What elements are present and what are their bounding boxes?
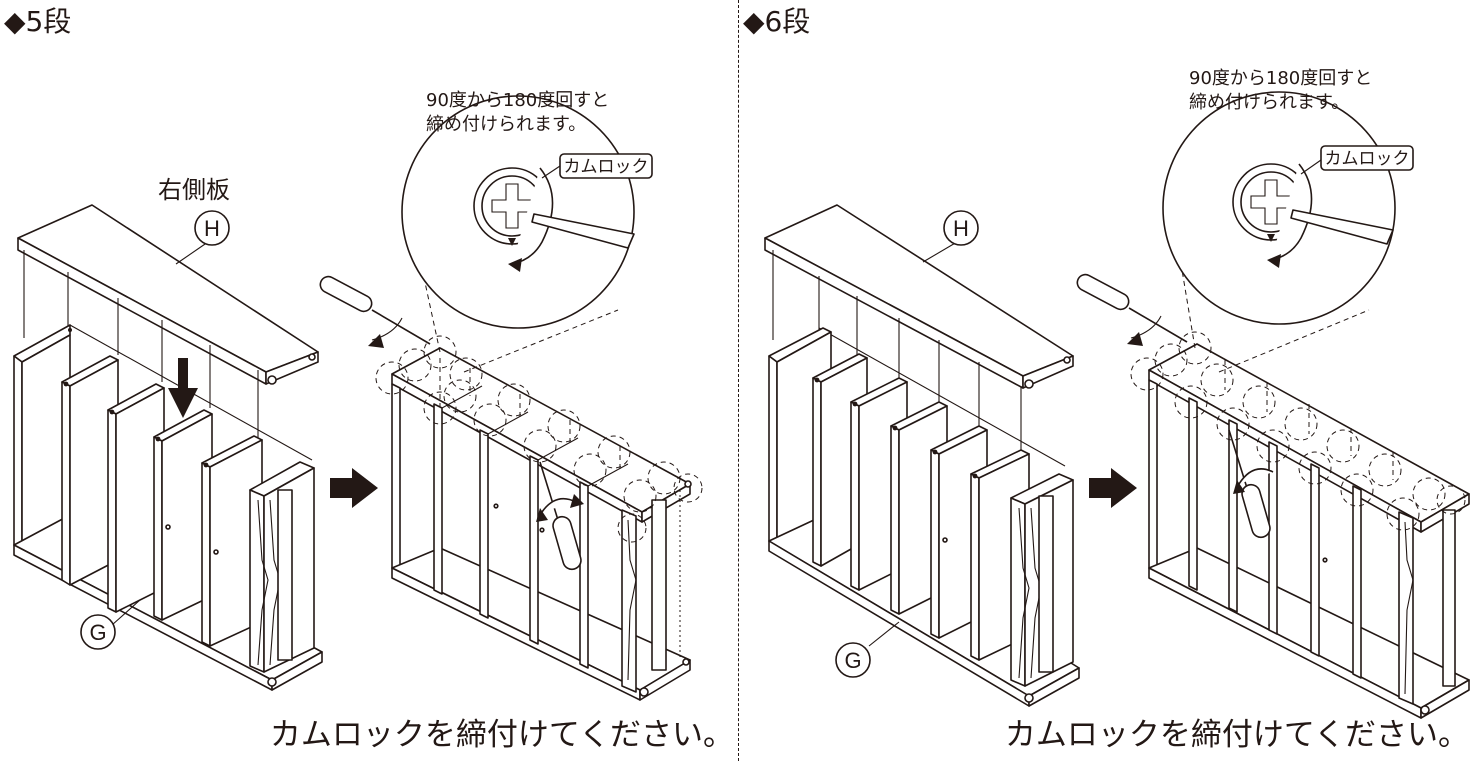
- next-step-arrow-icon: [1089, 468, 1137, 508]
- rotation-note-line1: 90度から180度回すと: [1189, 68, 1372, 89]
- right-side-panel: [1010, 473, 1074, 687]
- divider-panels: [61, 355, 263, 647]
- next-step-arrow-icon: [330, 468, 378, 508]
- cam-lock-markers: [1130, 331, 1466, 531]
- part-letter-g: G: [844, 648, 861, 673]
- cam-lock-callout: カムロック: [1325, 149, 1410, 169]
- panel-heading: ◆6段: [743, 5, 811, 38]
- rotation-note-line1: 90度から180度回すと: [426, 90, 609, 111]
- exploded-shelf-illustration: [13, 204, 323, 691]
- assembled-shelf-illustration: [1130, 331, 1470, 719]
- down-arrow-icon: [168, 358, 198, 418]
- exploded-shelf-illustration: [764, 204, 1080, 707]
- instruction-caption: カムロックを締付けてください。: [269, 717, 734, 753]
- part-letter-g: G: [89, 620, 106, 645]
- screwdriver-icon: [1076, 273, 1188, 346]
- panel-divider: [738, 0, 739, 761]
- alignment-lines: [23, 250, 259, 440]
- rotation-note-line2: 締め付けられます。: [1189, 92, 1349, 113]
- panel-heading: ◆5段: [4, 5, 72, 38]
- instruction-caption: カムロックを締付けてください。: [1004, 717, 1469, 753]
- rotation-note-line2: 締め付けられます。: [426, 114, 586, 135]
- assembly-diagram-6: H G: [764, 68, 1470, 719]
- screwdriver-icon: [319, 275, 431, 348]
- part-label-g: G: [80, 614, 116, 650]
- cam-lock-zoom-detail: カムロック 90度から180度回すと 締め付けられます。: [1162, 68, 1414, 373]
- part-label-g: G: [835, 642, 871, 678]
- cam-lock-zoom-detail: カムロック 90度から180度回すと 締め付けられます。: [401, 90, 653, 373]
- cam-lock-callout: カムロック: [564, 157, 649, 177]
- panel-5-shelf: ◆5段: [0, 0, 738, 761]
- top-board-h: [17, 204, 319, 385]
- part-label-h: H: [194, 210, 230, 246]
- screwdriver-icon-2: [1228, 429, 1274, 539]
- panel-6-shelf: ◆6段: [739, 0, 1477, 761]
- part-letter-h: H: [204, 216, 220, 241]
- assembly-diagram-5: 右側板 H G: [13, 90, 703, 701]
- assembled-shelf-illustration: [375, 335, 703, 701]
- screwdriver-icon-2: [536, 461, 584, 571]
- right-side-panel: [249, 461, 315, 673]
- part-letter-h: H: [953, 216, 969, 241]
- part-label-h: H: [943, 210, 979, 246]
- alignment-lines: [772, 250, 1022, 450]
- cam-lock-markers: [375, 335, 703, 543]
- top-board-h: [764, 204, 1074, 389]
- side-panel-label: 右側板: [158, 176, 230, 204]
